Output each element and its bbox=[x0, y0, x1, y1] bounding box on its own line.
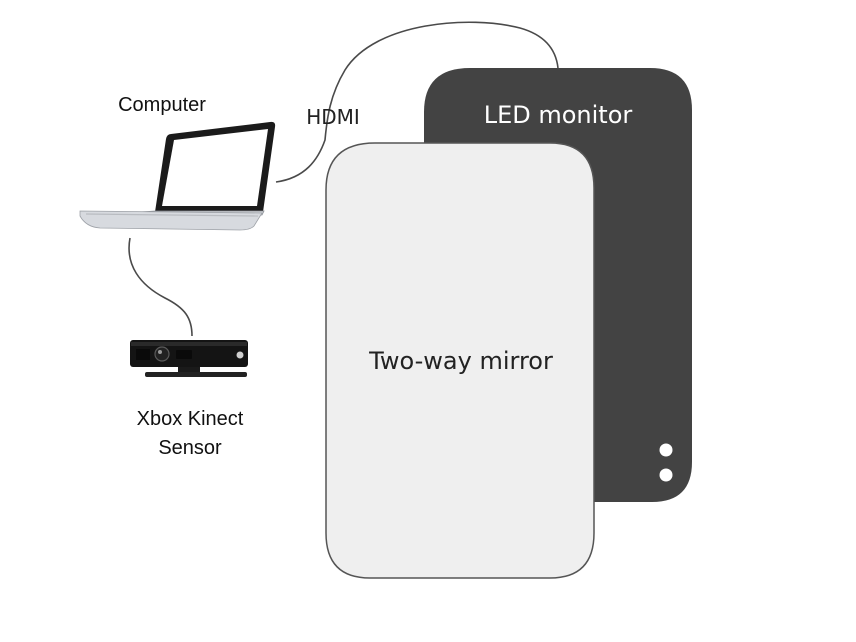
computer-label: Computer bbox=[118, 94, 206, 116]
monitor-button-top bbox=[659, 443, 673, 457]
kinect-front-face bbox=[131, 342, 247, 346]
laptop-icon bbox=[79, 121, 276, 231]
kinect-label-line2: Sensor bbox=[158, 437, 222, 459]
kinect-stand-base bbox=[145, 372, 247, 377]
two-way-mirror-body bbox=[325, 142, 595, 579]
laptop-display bbox=[162, 129, 268, 206]
kinect-label-line1: Xbox Kinect bbox=[137, 408, 244, 430]
kinect-lens-highlight bbox=[158, 350, 162, 354]
two-way-mirror-label: Two-way mirror bbox=[368, 347, 553, 375]
kinect-cable bbox=[128, 237, 193, 337]
two-way-mirror: Two-way mirror bbox=[325, 142, 595, 579]
led-monitor-label: LED monitor bbox=[484, 101, 633, 129]
kinect-projector bbox=[176, 350, 192, 359]
laptop-hinge bbox=[85, 213, 259, 217]
kinect-sensor-icon bbox=[130, 340, 248, 377]
kinect-ir-window bbox=[136, 349, 150, 360]
hdmi-label: HDMI bbox=[306, 105, 360, 129]
kinect-logo-icon bbox=[236, 351, 244, 359]
hdmi-cable bbox=[275, 21, 559, 183]
monitor-button-bottom bbox=[659, 468, 673, 482]
kinect-stand-neck bbox=[178, 367, 200, 372]
kinect-camera-lens bbox=[154, 346, 170, 362]
